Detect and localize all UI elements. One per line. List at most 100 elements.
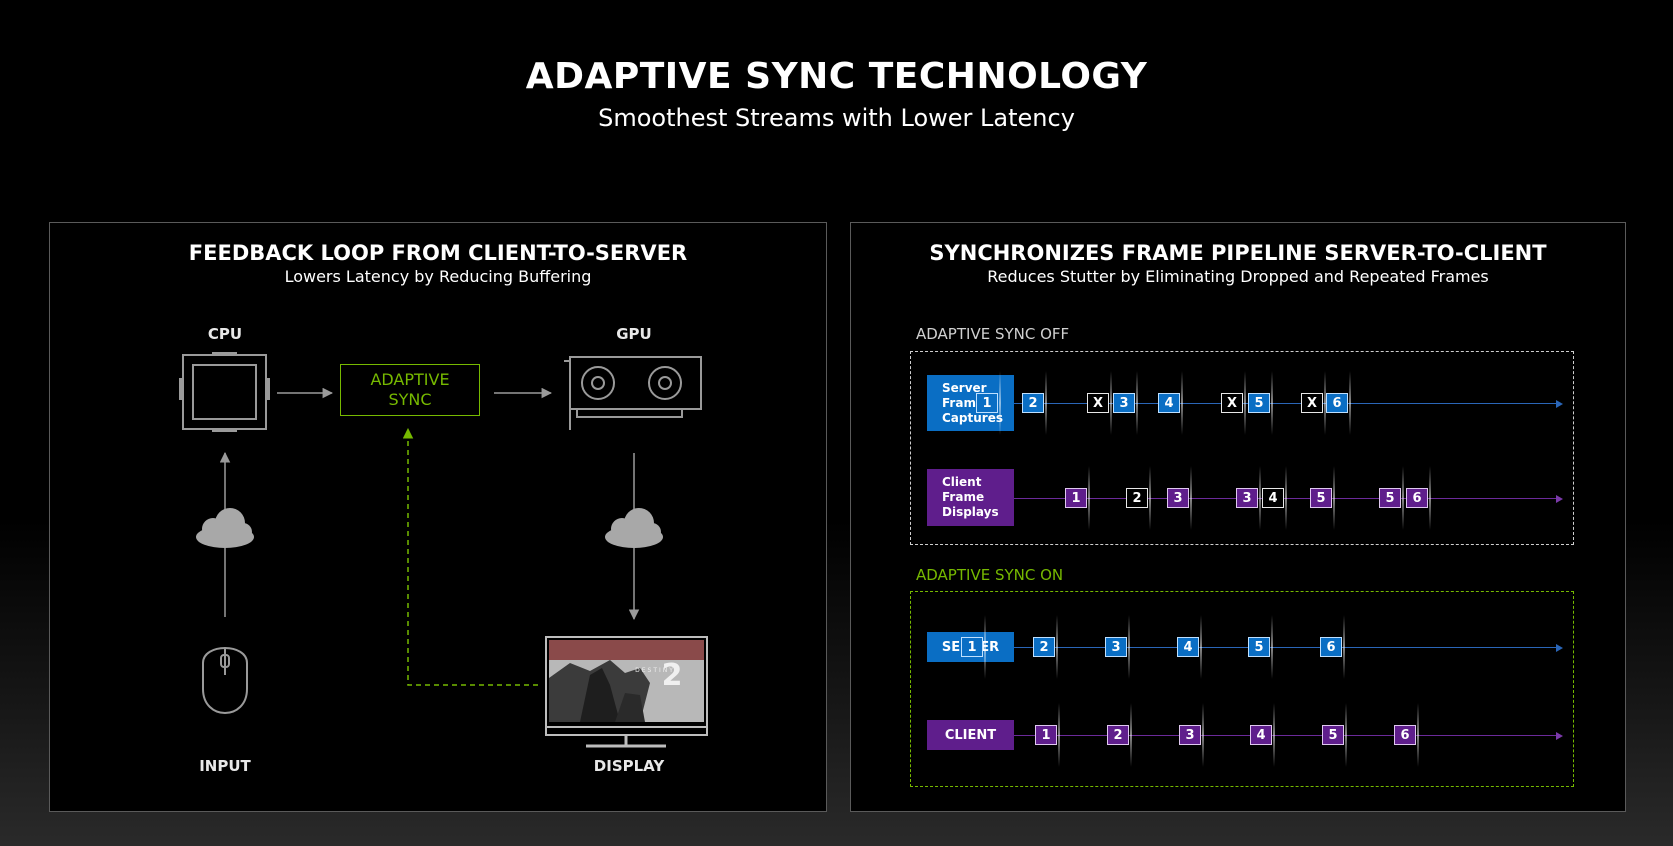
frame-box: 1 <box>1035 725 1057 745</box>
frame-tick <box>1345 703 1347 767</box>
frame-box: 5 <box>1248 637 1270 657</box>
frame-tick <box>1045 371 1047 435</box>
frame-box: 2 <box>1126 488 1148 508</box>
client-label-line3: Displays <box>942 505 999 519</box>
frame-box: 2 <box>1022 393 1044 413</box>
adaptive-sync-line1: ADAPTIVE <box>370 370 450 389</box>
frame-box: 3 <box>1113 393 1135 413</box>
dropped-frame-marker: X <box>1301 393 1323 413</box>
frame-box: 6 <box>1406 488 1428 508</box>
client-label: CLIENT <box>927 720 1014 750</box>
sync-off-client-arrowhead <box>1556 494 1563 503</box>
cpu-icon <box>179 352 270 432</box>
frame-box: 3 <box>1236 488 1258 508</box>
frame-box: 6 <box>1394 725 1416 745</box>
server-label-line1: Server <box>942 380 987 395</box>
frame-box: 3 <box>1105 637 1127 657</box>
frame-box: 3 <box>1179 725 1201 745</box>
frame-box: 5 <box>1322 725 1344 745</box>
frame-tick <box>1285 466 1287 530</box>
frame-tick <box>1202 703 1204 767</box>
input-label: INPUT <box>199 757 251 775</box>
frame-pipeline-subtitle: Reduces Stutter by Eliminating Dropped a… <box>987 267 1489 286</box>
frame-tick <box>1271 371 1273 435</box>
client-frame-displays-label: Client Frame Displays <box>927 469 1014 526</box>
sync-off-box <box>910 351 1574 545</box>
client-label-line1: Client <box>942 475 982 489</box>
frame-tick <box>1056 615 1058 679</box>
server-label-line3: Captures <box>942 410 1003 425</box>
frame-pipeline-panel: SYNCHRONIZES FRAME PIPELINE SERVER-TO-CL… <box>850 222 1626 812</box>
frame-tick <box>1271 615 1273 679</box>
display-game-number: 2 <box>662 658 683 693</box>
sync-on-label: ADAPTIVE SYNC ON <box>916 566 1064 584</box>
frame-tick <box>1349 371 1351 435</box>
frame-tick <box>1333 466 1335 530</box>
feedback-loop-title: FEEDBACK LOOP FROM CLIENT-TO-SERVER <box>188 241 688 265</box>
frame-tick <box>1058 703 1060 767</box>
cpu-label: CPU <box>207 325 243 343</box>
frame-box: 1 <box>961 637 983 657</box>
frame-box: 6 <box>1320 637 1342 657</box>
frame-tick <box>1128 615 1130 679</box>
frame-tick <box>1200 615 1202 679</box>
display-label: DISPLAY <box>593 757 665 775</box>
sync-on-box <box>910 591 1574 787</box>
frame-box: 2 <box>1107 725 1129 745</box>
page-subtitle: Smoothest Streams with Lower Latency <box>598 104 1075 132</box>
frame-tick <box>1136 371 1138 435</box>
page-title: ADAPTIVE SYNC TECHNOLOGY <box>525 56 1148 97</box>
frame-box: 4 <box>1177 637 1199 657</box>
frame-box: 5 <box>1310 488 1332 508</box>
frame-pipeline-title: SYNCHRONIZES FRAME PIPELINE SERVER-TO-CL… <box>929 241 1547 265</box>
feedback-loop-diagram: 2 DESTINY <box>179 352 708 748</box>
cloud-icon <box>196 508 254 548</box>
sync-on-client-arrowhead <box>1556 731 1563 740</box>
frame-tick <box>1417 703 1419 767</box>
sync-on-client-timeline <box>1014 735 1556 736</box>
frame-tick <box>1244 371 1246 435</box>
server-label-line2: Frame <box>942 395 985 410</box>
frame-tick <box>984 615 986 679</box>
adaptive-sync-line2: SYNC <box>388 390 432 409</box>
frame-tick <box>1402 466 1404 530</box>
frame-box: 1 <box>1065 488 1087 508</box>
frame-box: 3 <box>1167 488 1189 508</box>
frame-tick <box>1324 371 1326 435</box>
client-label-line2: Frame <box>942 490 985 504</box>
adaptive-sync-box: ADAPTIVE SYNC <box>340 364 480 416</box>
cloud-icon <box>605 508 663 548</box>
frame-tick <box>1190 466 1192 530</box>
sync-off-label: ADAPTIVE SYNC OFF <box>916 325 1070 343</box>
frame-box: 4 <box>1262 488 1284 508</box>
frame-tick <box>1429 466 1431 530</box>
frame-tick <box>1273 703 1275 767</box>
frame-tick <box>1130 703 1132 767</box>
frame-box: 5 <box>1248 393 1270 413</box>
frame-box: 6 <box>1326 393 1348 413</box>
feedback-loop-panel: FEEDBACK LOOP FROM CLIENT-TO-SERVER Lowe… <box>49 222 827 812</box>
sync-on-server-arrowhead <box>1556 643 1563 652</box>
frame-tick <box>1110 371 1112 435</box>
feedback-loop-subtitle: Lowers Latency by Reducing Buffering <box>284 267 592 286</box>
frame-tick <box>1088 466 1090 530</box>
display-game-text: DESTINY <box>635 667 675 674</box>
frame-box: 5 <box>1379 488 1401 508</box>
frame-tick <box>1181 371 1183 435</box>
sync-off-server-timeline <box>1014 403 1556 404</box>
frame-tick <box>999 371 1001 435</box>
frame-box: 4 <box>1250 725 1272 745</box>
dropped-frame-marker: X <box>1087 393 1109 413</box>
gpu-label: GPU <box>616 325 652 343</box>
frame-box: 2 <box>1033 637 1055 657</box>
monitor-icon <box>545 636 708 748</box>
frame-tick <box>1149 466 1151 530</box>
frame-box: 1 <box>976 393 998 413</box>
sync-off-server-arrowhead <box>1556 399 1563 408</box>
mouse-icon <box>202 647 248 714</box>
frame-tick <box>1343 615 1345 679</box>
frame-tick <box>1259 466 1261 530</box>
dropped-frame-marker: X <box>1221 393 1243 413</box>
gpu-icon <box>564 356 702 430</box>
feedback-dashed-arrow <box>402 427 538 686</box>
